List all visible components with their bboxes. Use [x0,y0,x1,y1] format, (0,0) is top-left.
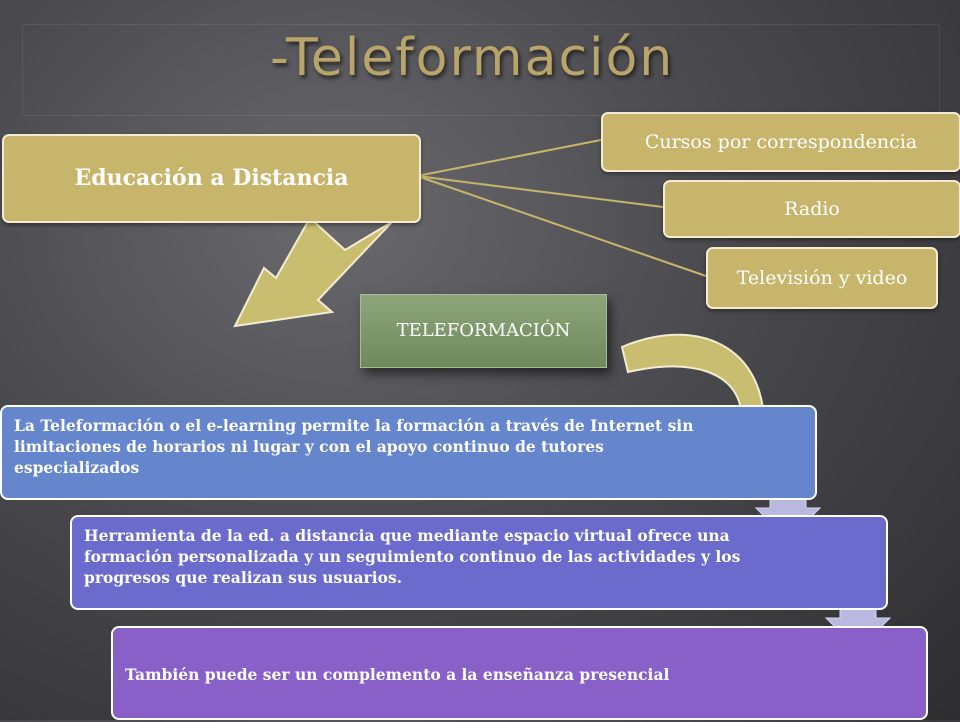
step-text-3: También puede ser un complemento a la en… [125,665,670,684]
step-box-2: Herramienta de la ed. a distancia que me… [70,515,888,610]
branch-television: Televisión y video [706,247,938,309]
page-title: -Teleformación [270,28,675,88]
branch-radio: Radio [663,180,960,238]
step-box-1: La Teleformación o el e-learning permite… [0,405,817,500]
branch-correspondencia: Cursos por correspondencia [601,112,960,172]
connector-line-3 [416,175,707,277]
connector-line-2 [416,175,664,208]
connector-line-1 [416,139,602,177]
step-text-1: La Teleformación o el e-learning permite… [14,416,694,477]
step-box-3: También puede ser un complemento a la en… [111,626,928,720]
lightning-arrow [233,216,393,328]
step-text-2: Herramienta de la ed. a distancia que me… [84,526,741,587]
root-box: Educación a Distancia [2,134,421,223]
decor-frame [22,24,940,116]
teleformacion-label: TELEFORMACIÓN [360,294,607,368]
